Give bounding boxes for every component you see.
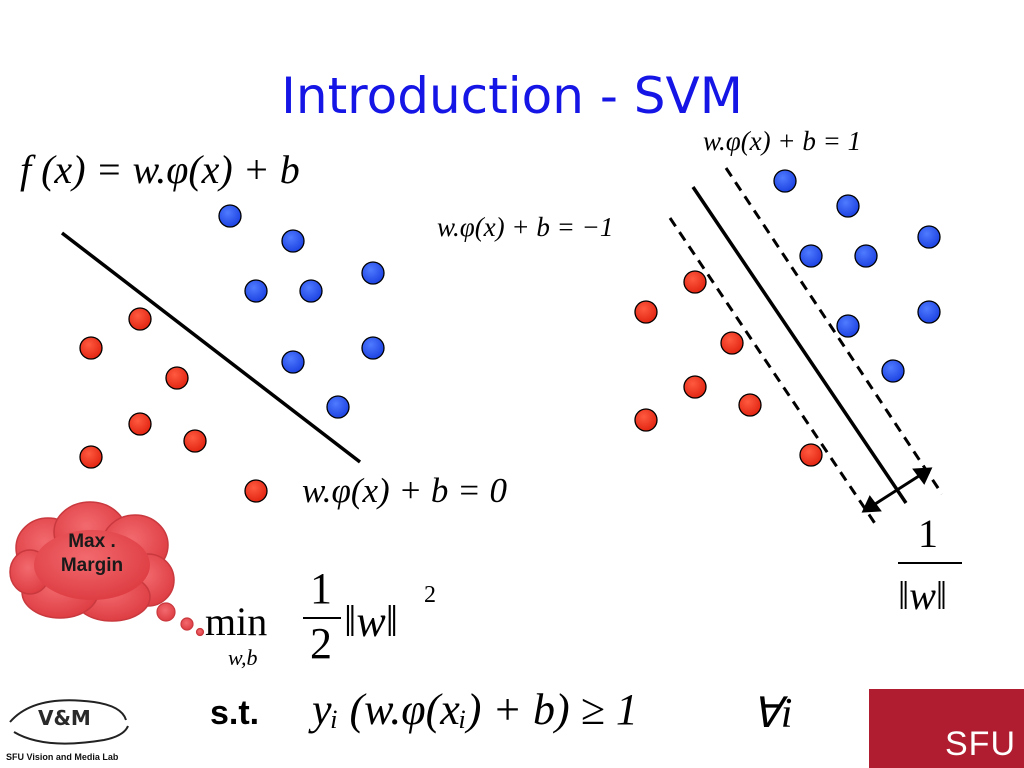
vml-logo-mark — [9, 699, 129, 745]
sfu-logo-text: SFU — [945, 725, 1016, 763]
negative-margin-formula: w.φ(x) + b = −1 — [437, 212, 614, 242]
cloud-tail — [156, 602, 205, 637]
left-negative-point — [183, 429, 207, 453]
left-negative-points — [79, 307, 268, 503]
left-negative-point — [128, 307, 152, 331]
left-positive-point — [361, 261, 385, 285]
constraint-label: s.t. — [210, 694, 260, 732]
right-positive-point — [881, 359, 905, 383]
left-positive-point — [281, 350, 305, 374]
left-positive-point — [244, 279, 268, 303]
right-positive-point — [773, 169, 797, 193]
slide-title: Introduction - SVM — [281, 67, 743, 125]
left-negative-point — [79, 445, 103, 469]
left-positive-point — [281, 229, 305, 253]
right-negative-point — [683, 270, 707, 294]
right-negative-point — [738, 393, 762, 417]
right-positive-point — [917, 225, 941, 249]
right-negative-point — [683, 375, 707, 399]
right-positive-point — [854, 244, 878, 268]
right-negative-point — [634, 300, 658, 324]
vml-logo: V&M SFU Vision and Media Lab — [4, 692, 144, 764]
right-separating-line — [691, 186, 908, 504]
left-positive-point — [326, 395, 350, 419]
right-margin-line-positive — [724, 167, 944, 495]
right-positive-point — [836, 314, 860, 338]
margin-width-arrow — [861, 467, 933, 513]
left-positive-point — [299, 279, 323, 303]
left-negative-point — [165, 366, 189, 390]
forall-formula: ∀i — [752, 691, 793, 737]
margin-width-denominator: ‖w‖ — [898, 573, 948, 618]
right-negative-point — [720, 331, 744, 355]
right-negative-point — [634, 408, 658, 432]
max-margin-callout: Max . Margin — [40, 530, 144, 578]
left-negative-point — [128, 412, 152, 436]
callout-line-2: Margin — [60, 555, 124, 576]
right-positive-points — [773, 169, 941, 383]
left-separating-line — [60, 231, 362, 464]
objective-numerator: 1 — [310, 564, 332, 613]
positive-margin-formula: w.φ(x) + b = 1 — [703, 126, 862, 156]
left-negative-point — [79, 336, 103, 360]
constraint-formula: yᵢ (w.φ(xᵢ) + b) ≥ 1 — [312, 685, 638, 734]
right-positive-point — [836, 194, 860, 218]
objective-denominator: 2 — [310, 619, 332, 668]
right-negative-point — [799, 443, 823, 467]
vml-lab-mark: V&M — [38, 706, 91, 730]
decision-function-formula: f (x) = w.φ(x) + b — [20, 147, 300, 192]
right-margin-line-negative — [668, 217, 880, 529]
objective-norm: ‖w‖ — [344, 597, 399, 646]
right-negative-points — [634, 270, 823, 467]
callout-line-1: Max . — [68, 531, 116, 552]
vml-lab-name: SFU Vision and Media Lab — [6, 752, 119, 762]
objective-power: 2 — [424, 582, 436, 608]
right-positive-point — [917, 300, 941, 324]
right-positive-point — [799, 244, 823, 268]
left-positive-points — [218, 204, 385, 419]
margin-width-numerator: 1 — [918, 511, 938, 556]
hyperplane-formula: w.φ(x) + b = 0 — [302, 471, 507, 510]
objective-subscript: w,b — [228, 645, 258, 670]
objective-min: min — [205, 599, 268, 644]
left-negative-point — [244, 479, 268, 503]
sfu-logo: SFU — [869, 689, 1024, 768]
max-margin-cloud — [9, 501, 175, 622]
left-positive-point — [218, 204, 242, 228]
left-positive-point — [361, 336, 385, 360]
